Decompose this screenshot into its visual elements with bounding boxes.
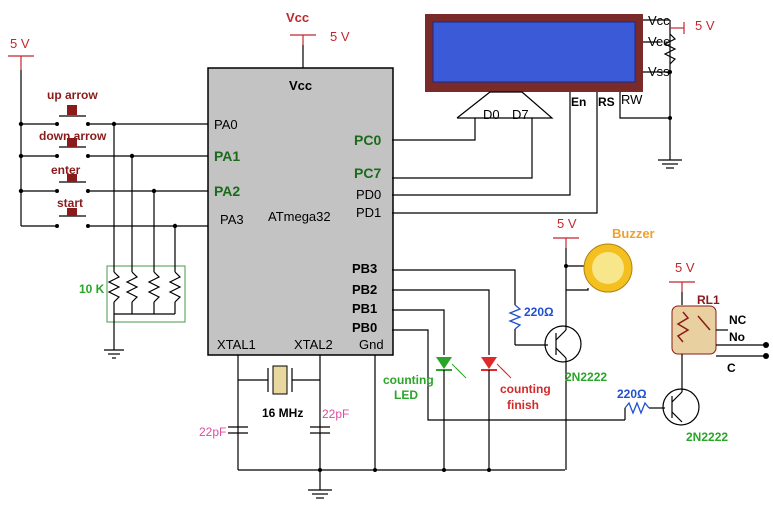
pin-gnd: Gnd: [359, 337, 384, 352]
led-green-line1: counting: [383, 373, 434, 387]
left-supply-label: 5 V: [10, 36, 30, 51]
led-circuit: counting LED counting finish: [383, 269, 625, 470]
svg-text:up arrow: up arrow: [47, 88, 98, 102]
pin-pb2: PB2: [352, 282, 377, 297]
mcu-name: ATmega32: [268, 209, 331, 224]
lcd-en: En: [571, 95, 586, 109]
relay-circuit: 5 V RL1 NC No C 220Ω 2N2222: [617, 260, 769, 444]
pin-pc0: PC0: [354, 132, 381, 148]
mcu-supply-label: 5 V: [330, 29, 350, 44]
button-start: start: [21, 196, 208, 228]
pin-pb1: PB1: [352, 301, 377, 316]
relay-nc: NC: [729, 313, 747, 327]
pin-pa2: PA2: [214, 183, 240, 199]
crystal-label: 16 MHz: [262, 406, 303, 420]
relay-no: No: [729, 330, 745, 344]
buzzer-circuit: 5 V Buzzer 220Ω 2N2222: [508, 216, 655, 470]
lcd-supply-label: 5 V: [695, 18, 715, 33]
led-green-line2: LED: [394, 388, 418, 402]
pin-pa0: PA0: [214, 117, 238, 132]
mcu-vcc-pin: Vcc: [289, 78, 312, 93]
svg-text:down arrow: down arrow: [39, 129, 107, 143]
cap-1-label: 22pF: [199, 425, 226, 439]
mcu-atmega32: Vcc 5 V Vcc PA0 PA1 PA2 PA3 PC0 PC7 PD0 …: [207, 10, 394, 356]
lcd-rs: RS: [598, 95, 615, 109]
pin-pa3: PA3: [220, 212, 244, 227]
lcd-display: Vcc Vee Vss En RS RW D0 D7 5 V: [392, 13, 715, 214]
button-down-arrow: down arrow: [21, 129, 208, 158]
button-up-arrow: up arrow: [21, 88, 208, 126]
buzzer-supply-label: 5 V: [557, 216, 577, 231]
relay-name: RL1: [697, 293, 720, 307]
resistor-top-label: 220Ω: [524, 305, 554, 319]
pin-pc7: PC7: [354, 165, 381, 181]
pin-xtal2: XTAL2: [294, 337, 333, 352]
pin-pa1: PA1: [214, 148, 240, 164]
cap-2-label: 22pF: [322, 407, 349, 421]
buzzer-label: Buzzer: [612, 226, 655, 241]
lcd-rw: RW: [621, 92, 643, 107]
transistor-bottom-label: 2N2222: [686, 430, 728, 444]
svg-text:10 K: 10 K: [79, 282, 105, 296]
left-supply: 5 V: [8, 36, 34, 226]
transistor-top-label: 2N2222: [565, 370, 607, 384]
led-red-line1: counting: [500, 382, 551, 396]
relay-supply-label: 5 V: [675, 260, 695, 275]
crystal-circuit: 16 MHz 22pF 22pF: [199, 355, 565, 499]
led-red-line2: finish: [507, 398, 539, 412]
pin-pd1: PD1: [356, 205, 381, 220]
resistor-bottom-label: 220Ω: [617, 387, 647, 401]
pin-pb3: PB3: [352, 261, 377, 276]
lcd-d0: D0: [483, 107, 500, 122]
button-enter: enter: [21, 163, 208, 193]
pin-pd0: PD0: [356, 187, 381, 202]
pin-xtal1: XTAL1: [217, 337, 256, 352]
pin-pb0: PB0: [352, 320, 377, 335]
relay-c: C: [727, 361, 736, 375]
resistor-array: 10 K: [79, 121, 186, 359]
lcd-d7: D7: [512, 107, 529, 122]
mcu-vcc-label: Vcc: [286, 10, 309, 25]
svg-text:start: start: [57, 196, 83, 210]
svg-text:enter: enter: [51, 163, 81, 177]
